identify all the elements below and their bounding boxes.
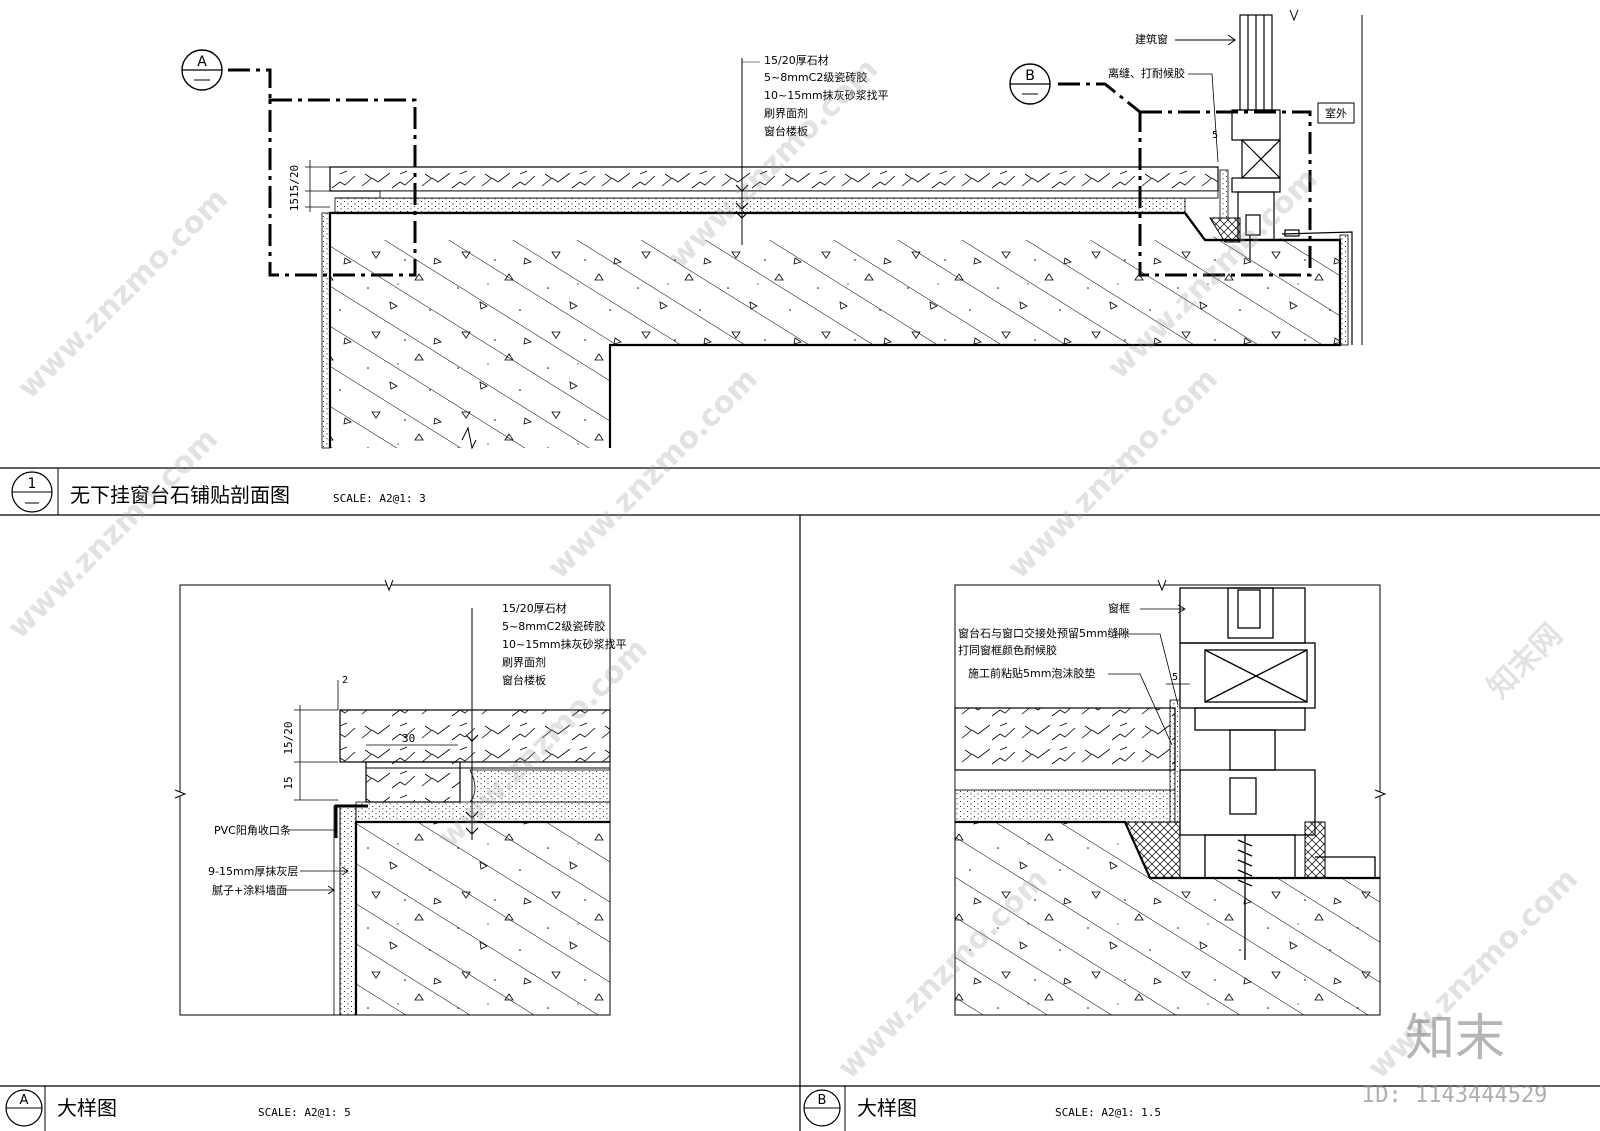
detail-b-window-frame xyxy=(1179,587,1376,960)
note-sealant: 打同窗框颜色耐候胶 xyxy=(958,643,1057,657)
layer-label-slab: 窗台楼板 xyxy=(764,124,808,138)
sealant-label: 离缝、打耐候胶 xyxy=(1108,66,1185,80)
gap-dim-label: 5 xyxy=(1212,130,1218,141)
frame-label: 窗框 xyxy=(1108,601,1130,615)
detail-a-label-slab: 窗台楼板 xyxy=(502,673,546,687)
watermark-site-10: 知末网 xyxy=(1481,617,1569,705)
detail-a-label-stone: 15/20厚石材 xyxy=(502,601,567,615)
detail-a-scale: SCALE: A2@1: 5 xyxy=(258,1106,351,1119)
outdoor-label: 室外 xyxy=(1325,106,1347,120)
detail-a-dim-15: 15 xyxy=(282,776,295,789)
detail-a-label-primer: 刷界面剂 xyxy=(502,655,546,669)
watermark-site-1: www.znzmo.com xyxy=(11,182,235,406)
note-gap: 窗台石与窗口交接处预留5mm缝隙 xyxy=(958,626,1129,640)
detail-b: 窗框 窗台石与窗口交接处预留5mm缝隙 打同窗框颜色耐候胶 施工前粘贴5mm泡沫… xyxy=(954,579,1387,1016)
layer-label-mortar: 10~15mm抹灰砂浆找平 xyxy=(764,88,889,102)
title-bar-1: 1 无下挂窗台石铺贴剖面图 SCALE: A2@1: 3 xyxy=(0,467,1600,516)
watermark-id: ID: 1143444529 xyxy=(1362,1083,1547,1108)
detail-a-title: 大样图 xyxy=(57,1096,117,1120)
section-marker-a[interactable]: A xyxy=(181,49,223,91)
detail-b-scale: SCALE: A2@1: 1.5 xyxy=(1055,1106,1161,1119)
marker-b-label: B xyxy=(1025,68,1035,84)
detail-a-label-adhesive: 5~8mmC2级瓷砖胶 xyxy=(502,619,605,633)
detail-a-dim-2: 2 xyxy=(342,675,348,686)
detail-a: 2 15/20 15 30 15/20厚石材 5~8mmC2级瓷砖胶 10~15… xyxy=(174,579,627,1016)
window-frame xyxy=(1231,14,1353,345)
dimension-stone: 1515/20 xyxy=(288,160,330,212)
detail-b-title: 大样图 xyxy=(857,1096,917,1120)
note-foam: 施工前粘贴5mm泡沫胶垫 xyxy=(968,666,1095,680)
detail-b-marker: B xyxy=(818,1093,827,1108)
title-bar-bottom: A 大样图 SCALE: A2@1: 5 B 大样图 SCALE: A2@1: … xyxy=(0,1085,1600,1131)
watermark-site-4: www.znzmo.com xyxy=(1,422,225,646)
detail-a-pvc-label: PVC阳角收口条 xyxy=(214,823,291,837)
layer-callout-1: 15/20厚石材 5~8mmC2级瓷砖胶 10~15mm抹灰砂浆找平 刷界面剂 … xyxy=(735,53,889,245)
drawing-scale-1: SCALE: A2@1: 3 xyxy=(333,492,426,505)
detail-a-marker: A xyxy=(20,1093,29,1108)
watermark-brand: 知末 xyxy=(1405,1009,1505,1067)
title-number: 1 xyxy=(28,476,37,492)
detail-a-label-mortar: 10~15mm抹灰砂浆找平 xyxy=(502,637,627,651)
dim-1515-20: 1515/20 xyxy=(288,165,301,211)
detail-a-plaster-label: 9-15mm厚抹灰层 xyxy=(208,864,298,878)
layer-label-stone: 15/20厚石材 xyxy=(764,53,829,67)
detail-a-wall-label: 腻子+涂料墙面 xyxy=(212,883,287,897)
detail-b-gap-dim: 5 xyxy=(1172,672,1178,683)
marker-a-label: A xyxy=(197,54,207,70)
detail-a-dim-30: 30 xyxy=(402,732,415,745)
section-marker-b[interactable]: B xyxy=(1009,63,1051,105)
window-label: 建筑窗 xyxy=(1135,32,1168,46)
detail-a-dim-stone: 15/20 xyxy=(282,721,295,754)
section-drawing-1: A B 1515/20 15/20厚石材 5~8mmC2级瓷砖胶 10~15mm… xyxy=(181,9,1363,450)
layer-label-primer: 刷界面剂 xyxy=(764,106,808,120)
drawing-title-1: 无下挂窗台石铺贴剖面图 xyxy=(70,483,290,507)
watermark-site-7: www.znzmo.com xyxy=(1001,362,1225,586)
layer-label-adhesive: 5~8mmC2级瓷砖胶 xyxy=(764,70,867,84)
